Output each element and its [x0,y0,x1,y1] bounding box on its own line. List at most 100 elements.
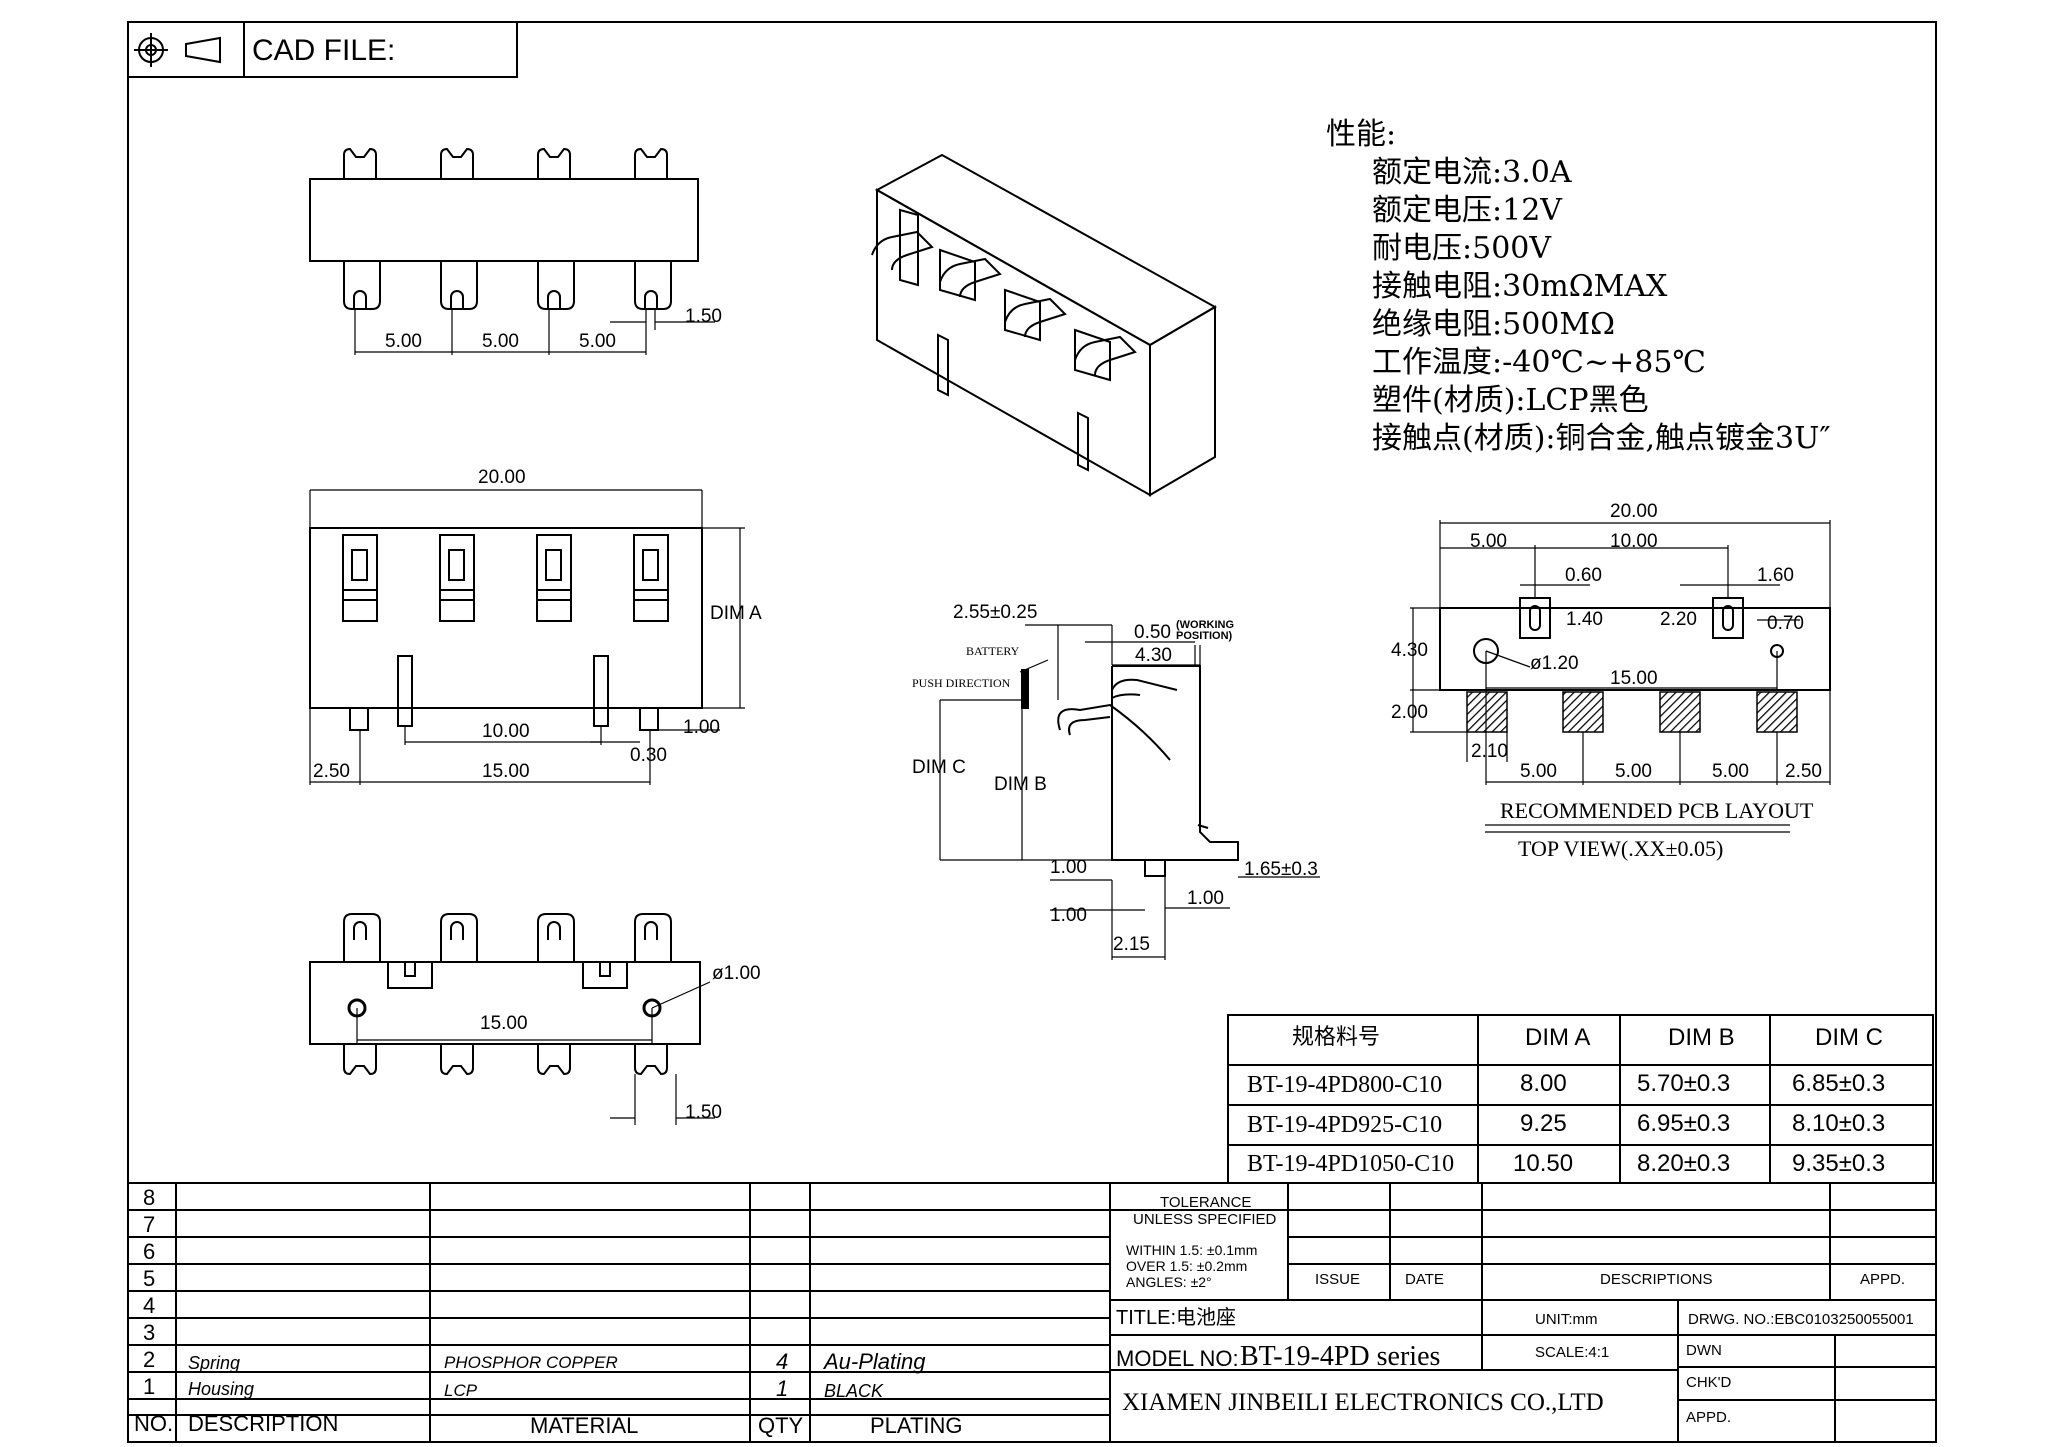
performance-item: 接触电阻:30mΩMAX [1372,269,1668,304]
bom-description: Housing [188,1379,255,1399]
performance-title: 性能: [1326,117,1397,152]
bom-qty: 1 [776,1376,789,1401]
dim-label: 1.00 [683,717,720,738]
dim-label: 1.00 [1187,888,1224,909]
bom-row-number: 8 [143,1185,156,1210]
dim-label: 1.60 [1757,565,1794,586]
appd-header: APPD. [1860,1271,1906,1288]
descriptions-header: DESCRIPTIONS [1600,1271,1713,1288]
bom-header-qty: QTY [758,1413,804,1438]
spec-table-lines [1227,1014,1934,1184]
dim-label: 10.00 [1610,531,1658,552]
spec-part-no: BT-19-4PD1050-C10 [1247,1151,1455,1177]
dim-label: 1.50 [685,306,722,327]
bom-material: LCP [444,1381,478,1400]
tolerance-within: WITHIN 1.5: ±0.1mm [1126,1242,1258,1258]
scale-label: SCALE:4:1 [1535,1344,1610,1361]
spec-dim-a: 10.50 [1513,1150,1574,1177]
dim-label: 2.10 [1471,741,1508,762]
bom-plating: Au-Plating [824,1349,926,1374]
spec-part-no: BT-19-4PD800-C10 [1247,1072,1443,1098]
bom-description: Spring [188,1353,241,1373]
isometric-view [871,153,1218,497]
dim-label: 0.60 [1565,565,1602,586]
performance-item: 工作温度:-40℃~+85℃ [1372,345,1706,380]
spec-dim-b: 6.95±0.3 [1637,1110,1731,1137]
spec-dim-a: 8.00 [1520,1070,1567,1097]
push-direction-label: PUSH DIRECTION [912,676,1011,690]
issue-header: ISSUE [1315,1271,1361,1288]
spec-dim-c: 6.85±0.3 [1792,1070,1886,1097]
dim-label: 5.00 [1712,761,1749,782]
dim-a-label: DIM A [710,603,762,624]
dim-label: 1.00 [1050,857,1087,878]
performance-item: 额定电压:12V [1372,193,1562,228]
bom-row-number: 3 [143,1320,156,1345]
side-view [939,624,1320,960]
performance-item: 塑件(材质):LCP黑色 [1372,383,1649,418]
pcb-pads [1466,691,1798,733]
bom-header-material: MATERIAL [530,1413,639,1438]
bom-row-number: 6 [143,1239,156,1264]
dim-c-label: DIM C [912,757,966,778]
dim-label: 15.00 [480,1013,528,1034]
bom-row-number: 7 [143,1212,156,1237]
dim-label: 0.70 [1767,613,1804,634]
dim-label: 5.00 [385,331,422,352]
dim-label: 0.30 [630,745,667,766]
tolerance-over: OVER 1.5: ±0.2mm [1126,1258,1248,1274]
dim-label: 4.30 [1391,640,1428,661]
bom-plating: BLACK [824,1381,884,1401]
dim-label: 2.20 [1660,609,1697,630]
tolerance-subtitle: UNLESS SPECIFIED [1133,1211,1277,1228]
front-view [309,489,745,785]
drawing-number: DRWG. NO.:EBC0103250055001 [1688,1311,1914,1328]
dim-label: 0.50 [1134,622,1171,643]
spec-dim-c: 9.35±0.3 [1792,1150,1886,1177]
working-label: (WORKING [1176,619,1235,631]
dim-label: 2.50 [313,761,350,782]
spec-dim-b: 5.70±0.3 [1637,1070,1731,1097]
spec-header: 规格料号 [1292,1024,1381,1049]
spec-part-no: BT-19-4PD925-C10 [1247,1112,1443,1138]
spec-header: DIM C [1815,1024,1883,1051]
top-view [309,147,715,355]
dim-label: 5.00 [1520,761,1557,782]
performance-item: 绝缘电阻:500MΩ [1372,307,1615,342]
dim-label: 1.00 [1050,905,1087,926]
dim-label: 15.00 [482,761,530,782]
dim-label: 1.50 [685,1102,722,1123]
bom-qty: 4 [776,1349,789,1374]
dim-label: 2.00 [1391,702,1428,723]
bom-row-number: 4 [143,1293,156,1318]
spec-header: DIM B [1668,1024,1735,1051]
dim-label: 2.50 [1785,761,1822,782]
dim-label: 2.55±0.25 [953,602,1038,623]
company-name: XIAMEN JINBEILI ELECTRONICS CO.,LTD [1122,1389,1604,1416]
dim-label: 5.00 [1470,531,1507,552]
performance-item: 耐电压:500V [1372,231,1552,266]
dim-label: ø1.20 [1530,653,1579,674]
dim-label: 20.00 [478,467,526,488]
tolerance-angles: ANGLES: ±2° [1126,1274,1212,1290]
bom-row-number: 5 [143,1266,156,1291]
chkd-label: CHK'D [1686,1374,1732,1391]
bom-header-description: DESCRIPTION [188,1411,339,1436]
dim-label: 5.00 [1615,761,1652,782]
battery-label: BATTERY [966,644,1020,658]
model-value: BT-19-4PD series [1240,1341,1441,1372]
pcb-layout-title: RECOMMENDED PCB LAYOUT [1500,798,1814,823]
cad-file-label: CAD FILE: [252,34,396,67]
performance-item: 接触点(材质):铜合金,触点镀金3U″ [1372,421,1831,456]
dim-label: ø1.00 [712,963,761,984]
dim-label: 5.00 [482,331,519,352]
dim-label: 1.65±0.3 [1244,859,1318,880]
bom-row-number: 2 [143,1347,156,1372]
bom-header-no: NO. [134,1411,174,1436]
position-label: POSITION) [1176,630,1233,642]
dwn-label: DWN [1686,1342,1722,1359]
appd-label: APPD. [1686,1409,1732,1426]
drawing-title: TITLE:电池座 [1116,1307,1237,1329]
performance-item: 额定电流:3.0A [1372,155,1572,190]
